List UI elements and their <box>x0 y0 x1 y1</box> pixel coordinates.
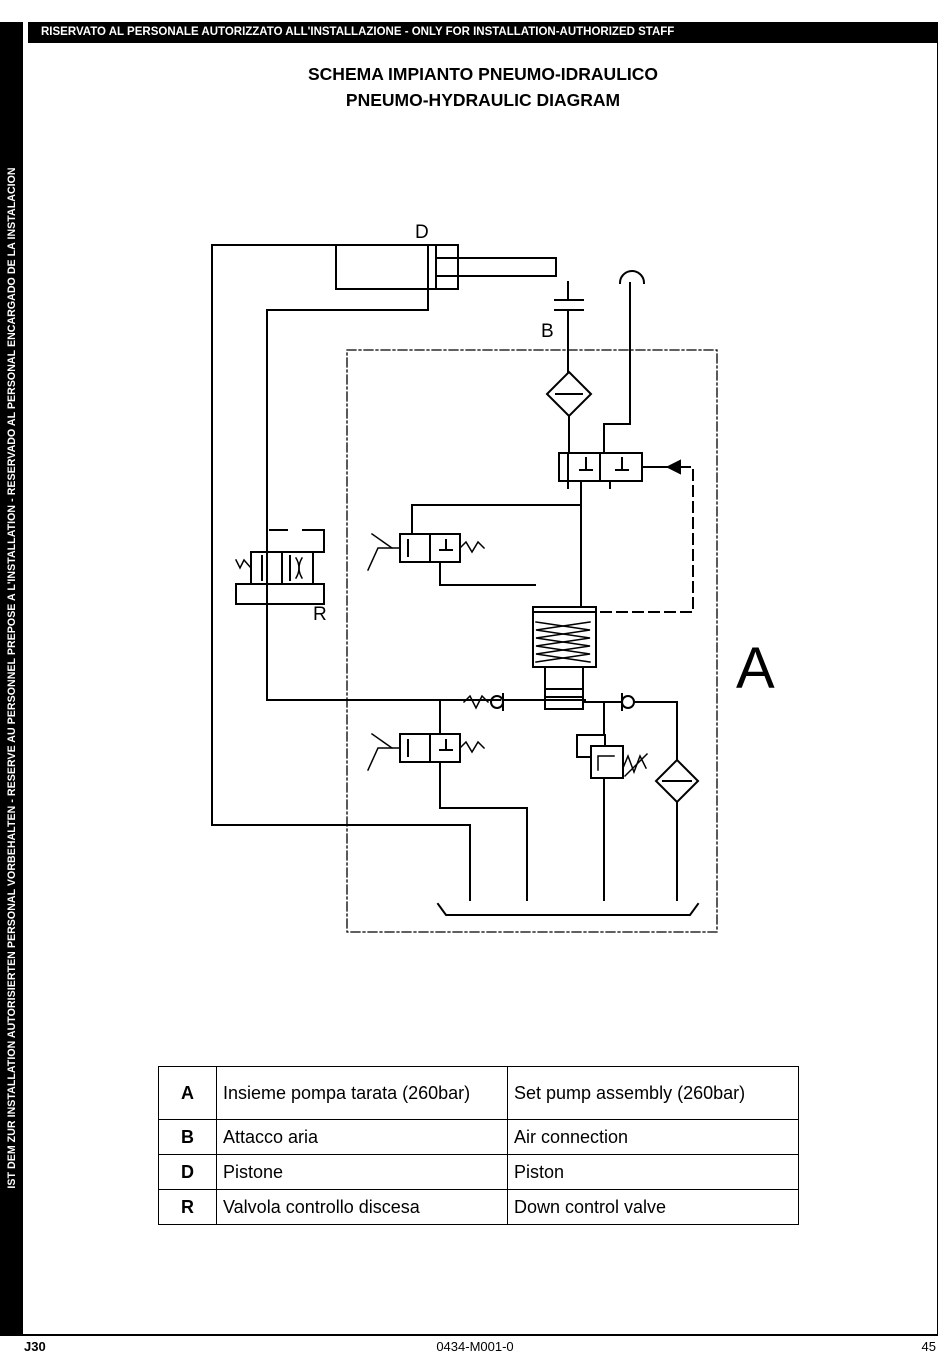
legend-row: B Attacco aria Air connection <box>158 1119 799 1155</box>
legend-english: Set pump assembly (260bar) <box>507 1066 799 1120</box>
down-control-valve <box>234 529 325 605</box>
lower-pedal-valve <box>367 699 528 901</box>
label-piston: D <box>415 222 429 243</box>
legend-row: D Pistone Piston <box>158 1154 799 1190</box>
check-valve-right <box>582 693 678 761</box>
air-filter <box>545 370 593 454</box>
pneumo-hydraulic-diagram: D B R A <box>211 222 775 933</box>
air-connection <box>554 281 584 373</box>
legend-key: D <box>158 1154 217 1190</box>
legend-key: B <box>158 1119 217 1155</box>
legend-english: Down control valve <box>507 1189 799 1225</box>
legend-key: R <box>158 1189 217 1225</box>
title-italian: SCHEMA IMPIANTO PNEUMO-IDRAULICO <box>308 64 658 84</box>
footer-doc-code: 0434-M001-0 <box>436 1339 514 1354</box>
pressure-relief-valve <box>576 701 649 901</box>
title-english: PNEUMO-HYDRAULIC DIAGRAM <box>345 90 621 110</box>
piston-feed-line <box>266 288 501 701</box>
legend-row: A Insieme pompa tarata (260bar) Set pump… <box>158 1066 799 1120</box>
side-banner: IST DEM ZUR INSTALLATION AUTORISIERTEN P… <box>0 22 23 1334</box>
footer-page-number: 45 <box>921 1339 936 1354</box>
legend-table: A Insieme pompa tarata (260bar) Set pump… <box>158 1066 799 1225</box>
legend-row: R Valvola controllo discesa Down control… <box>158 1189 799 1225</box>
label-down-control-valve: R <box>313 604 327 625</box>
right-border <box>937 22 938 1336</box>
piston-cylinder <box>335 244 557 290</box>
legend-italian: Attacco aria <box>216 1119 508 1155</box>
check-valve-left <box>462 693 504 711</box>
return-line <box>211 244 471 901</box>
legend-italian: Pistone <box>216 1154 508 1190</box>
label-pump-assembly: A <box>736 636 775 701</box>
legend-key: A <box>158 1066 217 1120</box>
pump-unit <box>532 606 597 710</box>
top-banner: RISERVATO AL PERSONALE AUTORIZZATO ALL'I… <box>28 22 938 43</box>
reservoir <box>436 902 700 916</box>
footer-model: J30 <box>24 1339 46 1354</box>
hydraulic-filter <box>654 758 700 901</box>
bottom-border <box>0 1334 938 1336</box>
air-distributor-valve <box>558 452 681 489</box>
upper-pedal-valve <box>367 532 536 586</box>
legend-italian: Insieme pompa tarata (260bar) <box>216 1066 508 1120</box>
legend-english: Piston <box>507 1154 799 1190</box>
legend-english: Air connection <box>507 1119 799 1155</box>
label-air-connection: B <box>541 321 554 342</box>
legend-italian: Valvola controllo discesa <box>216 1189 508 1225</box>
